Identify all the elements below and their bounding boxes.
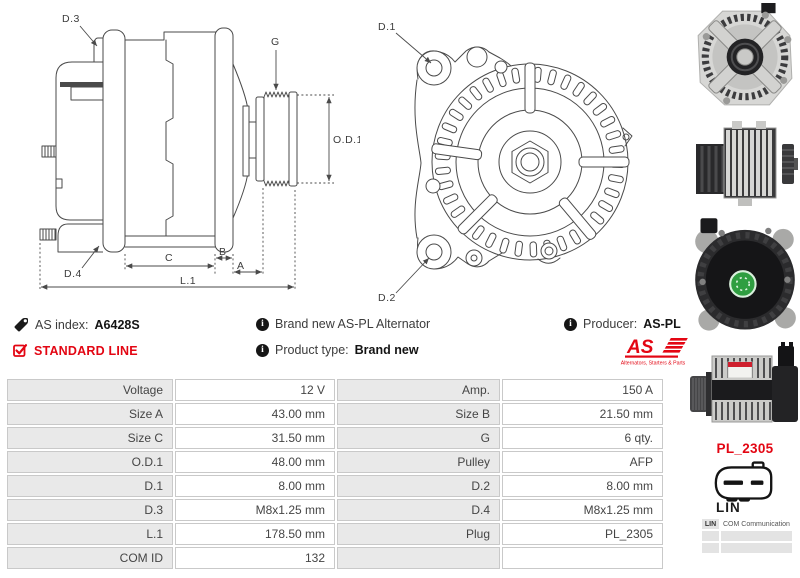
as-pl-logo: AS Alternators, Starters & Parts	[621, 337, 688, 367]
plug-connector-diagram	[714, 461, 773, 502]
com-value-bar	[721, 531, 792, 541]
spec-value-cell: 31.50 mm	[175, 427, 335, 449]
dim-label-d1: D.1	[378, 21, 396, 33]
com-communication-table: LIN COM Communication	[702, 519, 794, 555]
technical-drawing-side-view: D.3 G D.4 O.D.1 C B A L.1	[39, 13, 360, 291]
dim-label-d3: D.3	[62, 13, 80, 25]
spec-label-cell: L.1	[7, 523, 173, 545]
product-photo-rear[interactable]	[692, 214, 798, 338]
spec-value-cell: M8x1.25 mm	[502, 499, 663, 521]
spec-label-cell: Voltage	[7, 379, 173, 401]
com-key-cell: LIN	[702, 519, 719, 529]
spec-value-cell: 6 qty.	[502, 427, 663, 449]
brand-new-info: Brand new AS-PL Alternator	[256, 317, 430, 331]
spec-label-cell: Amp.	[337, 379, 500, 401]
dim-label-c: C	[165, 252, 173, 264]
spec-value-cell: 8.00 mm	[175, 475, 335, 497]
spec-value-cell: PL_2305	[502, 523, 663, 545]
dim-label-l1: L.1	[180, 275, 196, 287]
spec-value-cell: 150 A	[502, 379, 663, 401]
spec-label-cell: D.2	[337, 475, 500, 497]
dim-label-g: G	[271, 36, 280, 48]
spec-value-cell: AFP	[502, 451, 663, 473]
com-table-row	[702, 543, 794, 553]
dim-label-od1: O.D.1	[333, 134, 360, 146]
com-key-cell	[702, 543, 719, 553]
plug-code-label: PL_2305	[716, 441, 774, 456]
product-type-info: Product type: Brand new	[256, 343, 419, 357]
as-index: AS index: A6428S	[13, 317, 140, 333]
plug-name-label: LIN	[716, 500, 741, 515]
spec-label-cell: O.D.1	[7, 451, 173, 473]
standard-line-badge: STANDARD LINE	[13, 343, 138, 358]
spec-label-cell: COM ID	[7, 547, 173, 569]
info-icon	[564, 317, 577, 331]
spec-value-cell: 8.00 mm	[502, 475, 663, 497]
spec-value-cell: M8x1.25 mm	[175, 499, 335, 521]
spec-value-cell: 132	[175, 547, 335, 569]
dim-label-d4: D.4	[64, 268, 82, 280]
com-key-cell	[702, 531, 719, 541]
spec-value-cell	[502, 547, 663, 569]
spec-label-cell: Pulley	[337, 451, 500, 473]
as-index-value: A6428S	[94, 318, 140, 332]
com-value-bar	[721, 543, 792, 553]
info-icon	[256, 317, 269, 331]
spec-label-cell: G	[337, 427, 500, 449]
spec-value-cell: 48.00 mm	[175, 451, 335, 473]
spec-value-cell: 43.00 mm	[175, 403, 335, 425]
product-photo-side-right[interactable]	[690, 116, 800, 211]
com-table-header: LIN COM Communication	[702, 519, 794, 529]
product-photo-front[interactable]	[694, 3, 796, 113]
spec-label-cell: D.3	[7, 499, 173, 521]
producer-label: Producer:	[583, 317, 638, 331]
checkbox-checked-icon	[13, 344, 28, 357]
spec-label-cell: D.1	[7, 475, 173, 497]
logo-as-text: AS	[626, 337, 654, 358]
product-photo-side-left[interactable]	[690, 342, 800, 434]
com-table-row	[702, 531, 794, 541]
spec-label-cell: Size B	[337, 403, 500, 425]
producer-value: AS-PL	[643, 317, 681, 331]
spec-label-cell: D.4	[337, 499, 500, 521]
producer-info: Producer: AS-PL	[564, 317, 681, 331]
dim-label-a: A	[237, 260, 245, 272]
spec-label-cell: Size C	[7, 427, 173, 449]
dim-label-b: B	[219, 246, 227, 258]
dim-label-d2: D.2	[378, 292, 396, 304]
info-icon	[256, 343, 269, 357]
standard-line-label: STANDARD LINE	[34, 343, 138, 358]
spec-value-cell: 178.50 mm	[175, 523, 335, 545]
com-value-cell: COM Communication	[723, 520, 790, 528]
spec-label-cell	[337, 547, 500, 569]
spec-value-cell: 12 V	[175, 379, 335, 401]
logo-tagline: Alternators, Starters & Parts	[621, 361, 686, 367]
product-type-label: Product type:	[275, 343, 349, 357]
spec-value-cell: 21.50 mm	[502, 403, 663, 425]
tag-icon	[14, 318, 28, 332]
spec-label-cell: Plug	[337, 523, 500, 545]
technical-drawing-front-view: D.1 D.2	[378, 21, 633, 304]
product-type-value: Brand new	[354, 343, 419, 357]
spec-label-cell: Size A	[7, 403, 173, 425]
brand-new-text: Brand new AS-PL Alternator	[275, 317, 431, 331]
as-index-label: AS index:	[35, 318, 89, 332]
